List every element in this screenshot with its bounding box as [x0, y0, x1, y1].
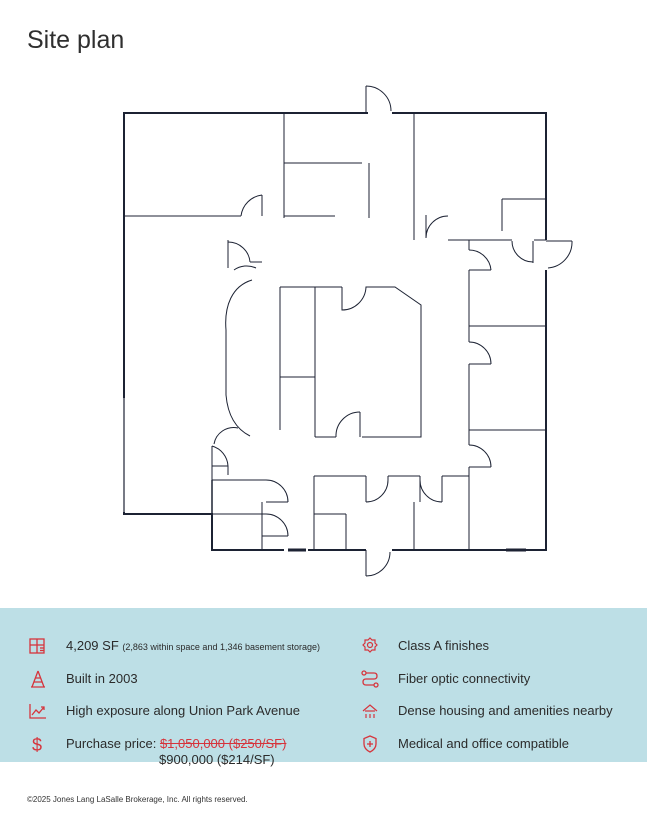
copyright-footer: ©2025 Jones Lang LaSalle Brokerage, Inc.…: [27, 795, 248, 804]
feature-fiber-text: Fiber optic connectivity: [398, 671, 531, 686]
award-icon: [362, 637, 378, 653]
features-band: 4,209 SF (2,863 within space and 1,346 b…: [0, 608, 647, 767]
price-new: $900,000 ($214/SF): [159, 752, 275, 767]
housing-icon: [362, 704, 378, 718]
svg-text:$: $: [32, 735, 42, 754]
feature-exposure-text: High exposure along Union Park Avenue: [66, 703, 300, 718]
trend-chart-icon: [29, 704, 46, 719]
size-main: 4,209 SF: [66, 638, 119, 653]
building-icon: [29, 638, 45, 654]
floor-plan-drawing: [123, 85, 573, 577]
tower-icon: [31, 670, 45, 688]
price-label: Purchase price:: [66, 736, 157, 751]
feature-medical-text: Medical and office compatible: [398, 736, 570, 751]
network-icon: [361, 670, 379, 688]
page-title: Site plan: [27, 26, 125, 54]
feature-price-text: Purchase price: $1,050,000 ($250/SF) $90…: [66, 736, 287, 767]
medical-shield-icon: [363, 735, 377, 753]
feature-built-text: Built in 2003: [66, 671, 138, 686]
feature-size-text: 4,209 SF (2,863 within space and 1,346 b…: [66, 638, 320, 655]
feature-finishes-text: Class A finishes: [398, 638, 490, 653]
size-detail: (2,863 within space and 1,346 basement s…: [122, 642, 321, 652]
feature-housing-text: Dense housing and amenities nearby: [398, 703, 613, 718]
dollar-icon: $: [32, 735, 42, 754]
price-old: $1,050,000 ($250/SF): [159, 736, 287, 751]
